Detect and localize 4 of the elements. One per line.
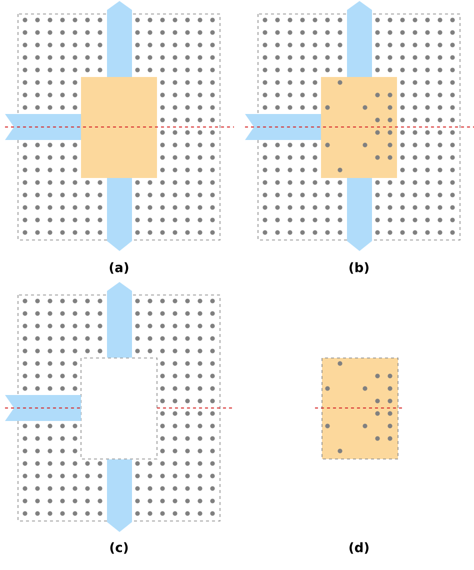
panel-label: (a) [110,262,128,274]
panel-label: (c) [110,542,128,554]
panel-label: (b) [350,262,368,274]
panel-label: (d) [350,542,368,554]
